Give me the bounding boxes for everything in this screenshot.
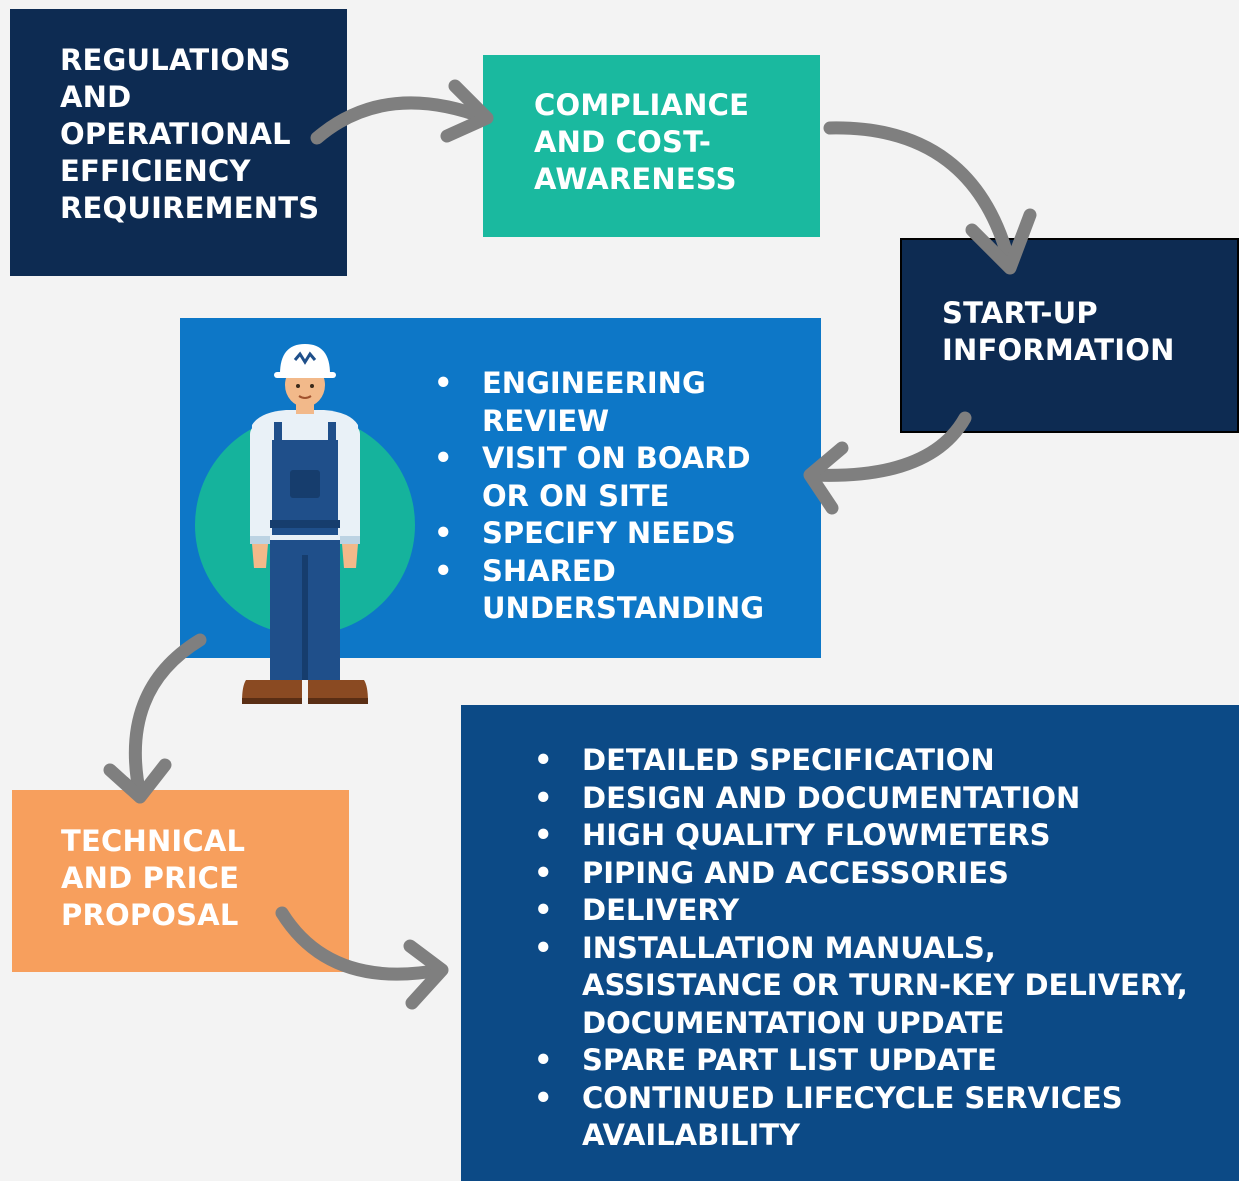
arrow-head-5 — [403, 939, 449, 1010]
engineering-item: ENGINEERING REVIEW — [434, 365, 814, 440]
delivery-item: DELIVERY — [534, 892, 1234, 930]
delivery-list: DETAILED SPECIFICATION DESIGN AND DOCUME… — [534, 742, 1234, 1155]
delivery-item: HIGH QUALITY FLOWMETERS — [534, 817, 1234, 855]
delivery-item: SPARE PART LIST UPDATE — [534, 1042, 1234, 1080]
step-proposal-label: TECHNICAL AND PRICE PROPOSAL — [61, 824, 246, 932]
engineering-item: SHARED UNDERSTANDING — [434, 553, 814, 628]
engineering-item: VISIT ON BOARD OR ON SITE — [434, 440, 814, 515]
delivery-item: DESIGN AND DOCUMENTATION — [534, 780, 1234, 818]
arrow-head-1 — [440, 79, 494, 143]
step-regulations-box: REGULATIONS AND OPERATIONAL EFFICIENCY R… — [10, 9, 347, 276]
step-regulations-label: REGULATIONS AND OPERATIONAL EFFICIENCY R… — [60, 43, 320, 225]
delivery-item: DETAILED SPECIFICATION — [534, 742, 1234, 780]
engineering-item: SPECIFY NEEDS — [434, 515, 814, 553]
step-startup-box: START-UP INFORMATION — [900, 238, 1239, 433]
worker-icon — [195, 344, 415, 704]
step-compliance-label: COMPLIANCE AND COST- AWARENESS — [534, 88, 750, 196]
step-compliance-box: COMPLIANCE AND COST- AWARENESS — [483, 55, 820, 237]
step-proposal-box: TECHNICAL AND PRICE PROPOSAL — [12, 790, 349, 972]
delivery-item: CONTINUED LIFECYCLE SERVICES AVAILABILIT… — [534, 1080, 1234, 1155]
step-delivery-box: DETAILED SPECIFICATION DESIGN AND DOCUME… — [461, 705, 1239, 1181]
step-startup-label: START-UP INFORMATION — [942, 296, 1175, 367]
delivery-item: PIPING AND ACCESSORIES — [534, 855, 1234, 893]
delivery-item: INSTALLATION MANUALS, ASSISTANCE OR TURN… — [534, 930, 1234, 1043]
engineering-list: ENGINEERING REVIEW VISIT ON BOARD OR ON … — [434, 365, 814, 628]
